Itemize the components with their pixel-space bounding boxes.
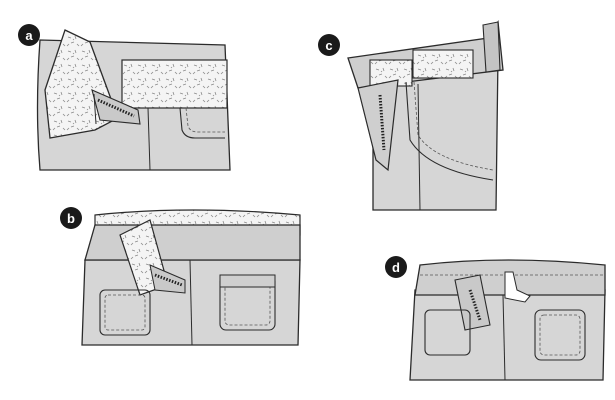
step-d-drawing [409, 259, 606, 381]
step-d-illustration: d [385, 250, 610, 390]
step-a-drawing [36, 29, 231, 171]
step-d-badge: d [385, 256, 407, 278]
step-c-drawing [347, 20, 504, 211]
step-a-badge: a [18, 24, 40, 46]
step-b-illustration: b [60, 205, 305, 365]
step-a-illustration: a [10, 20, 235, 180]
step-b-badge: b [60, 207, 82, 229]
step-c-badge: c [318, 34, 340, 56]
step-c-illustration: c [318, 10, 518, 215]
step-b-drawing [81, 209, 301, 346]
